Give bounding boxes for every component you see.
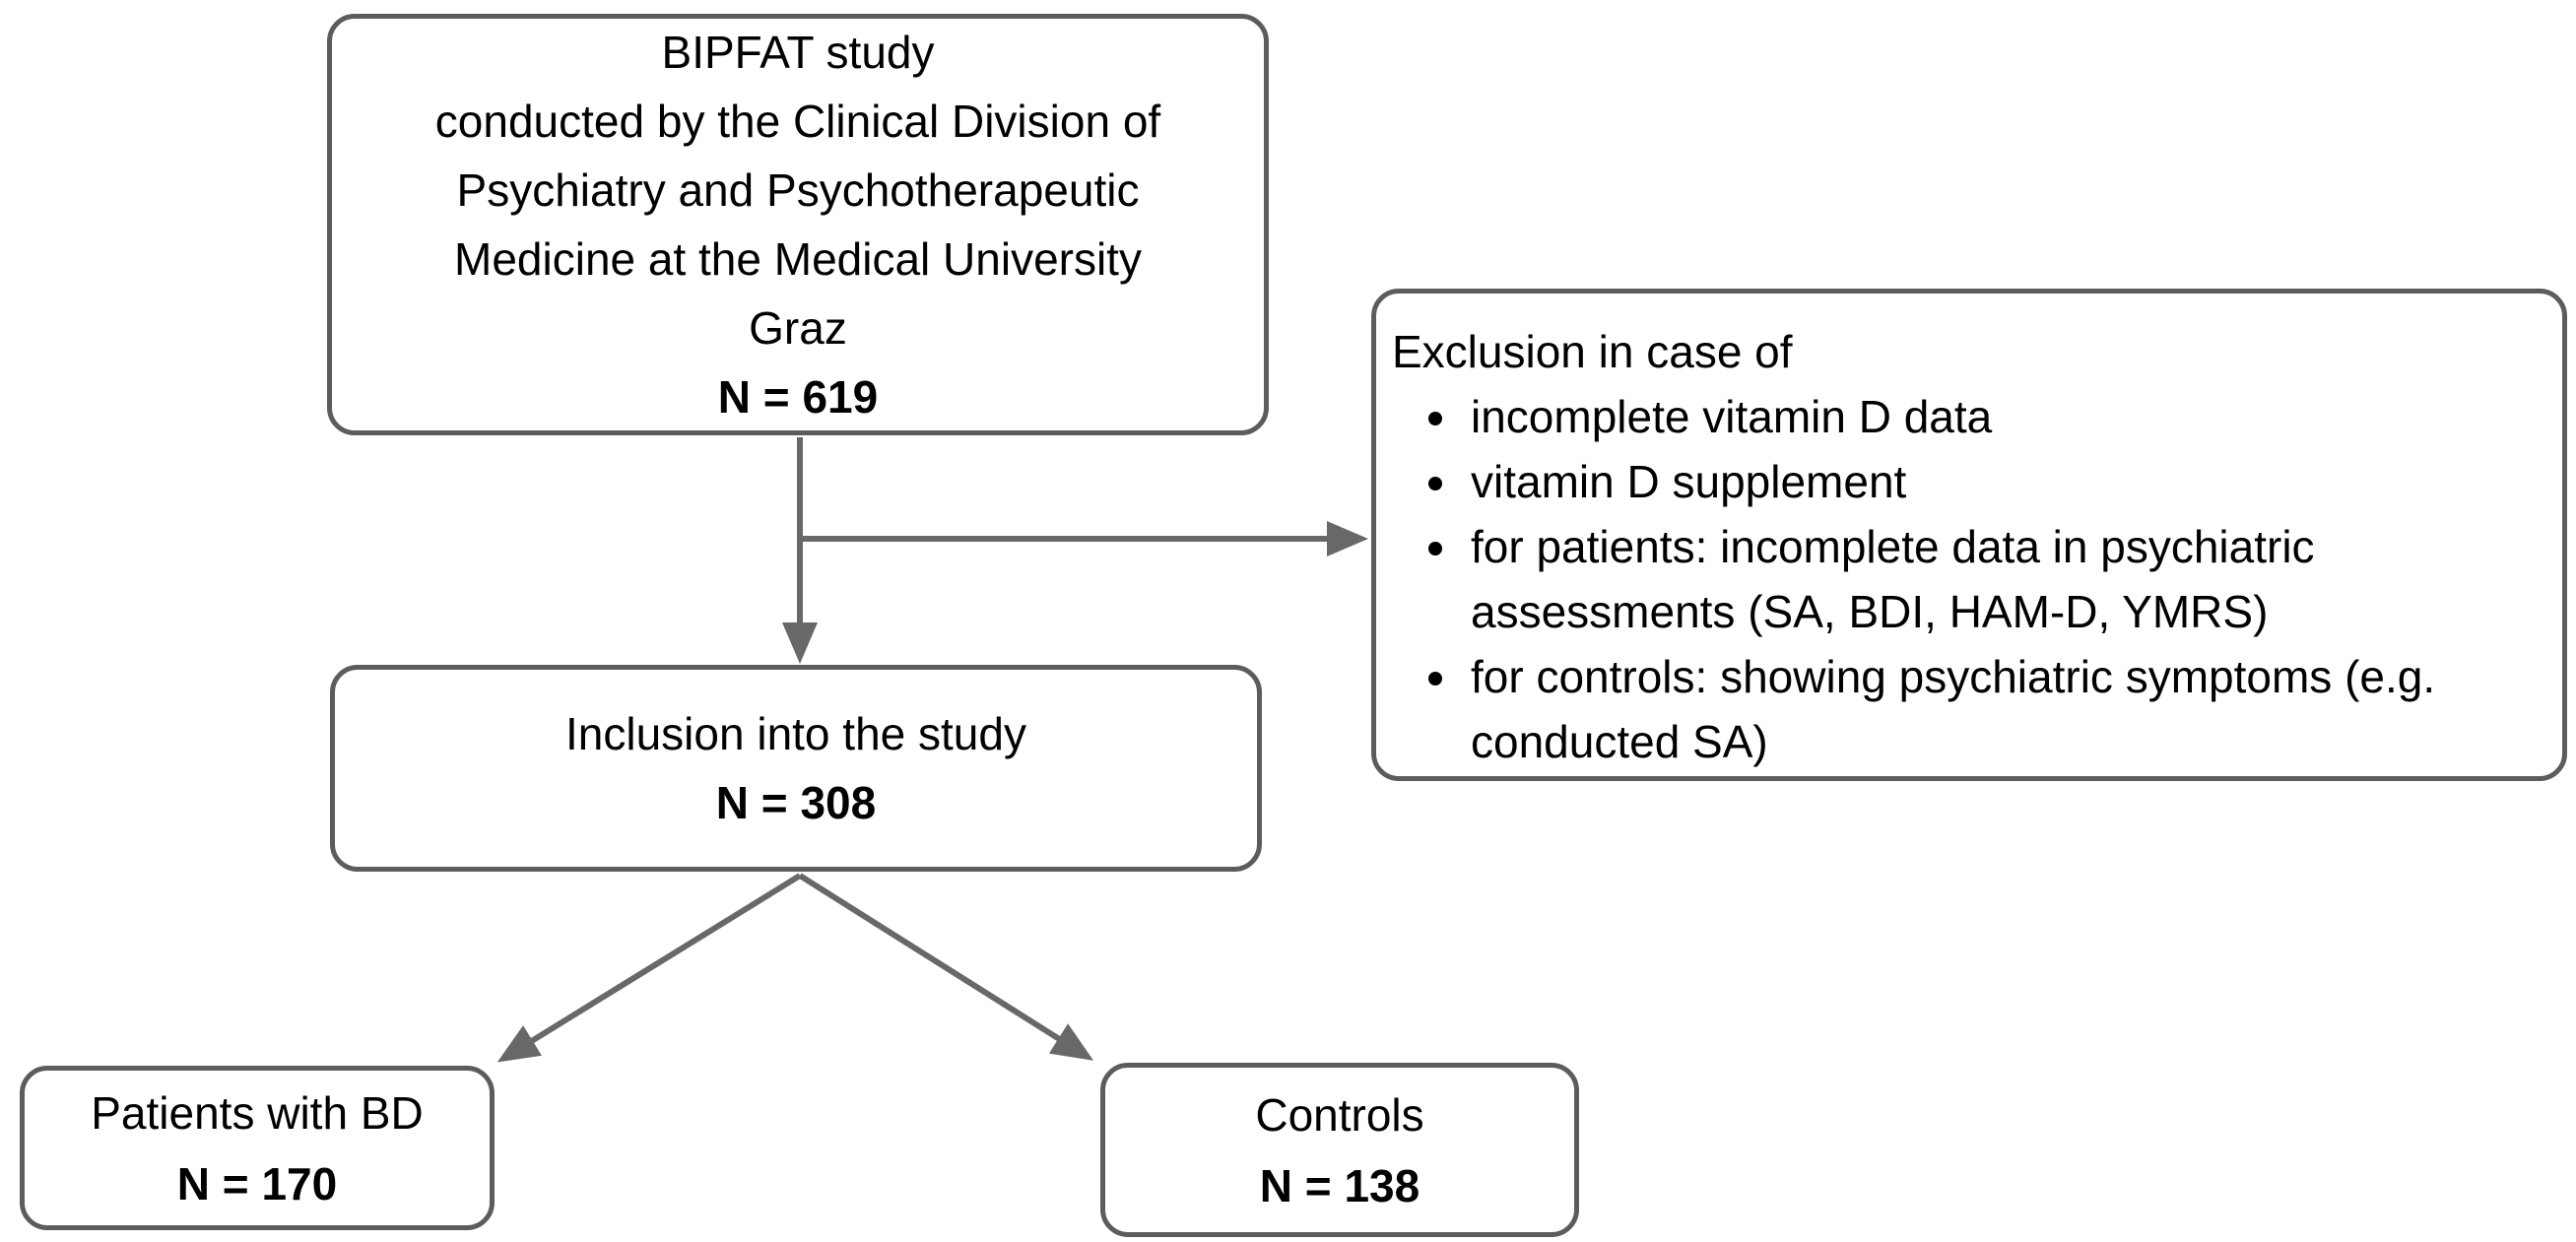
sample-size-label: N = 308 [715,777,877,828]
controls-box: Controls N = 138 [1100,1063,1579,1237]
box-text-line: Inclusion into the study [565,708,1026,759]
box-text-line: Psychiatry and Psychotherapeutic [456,164,1140,216]
exclusion-bullet: for controls: showing psychiatric sympto… [1463,644,2543,774]
exclusion-title: Exclusion in case of [1392,326,1793,377]
exclusion-bullet: vitamin D supplement [1463,449,2543,514]
arrow-inclusion-to-patients [496,873,802,1063]
exclusion-bullet-list: incomplete vitamin D data vitamin D supp… [1392,384,2543,774]
arrow-inclusion-to-controls [798,873,1093,1061]
box-text-line: Graz [749,302,847,354]
box-text-line: Medicine at the Medical University [454,233,1142,285]
patients-with-bd-box: Patients with BD N = 170 [20,1066,495,1230]
sample-size-label: N = 619 [717,371,879,423]
box-text-line: Patients with BD [91,1086,424,1139]
exclusion-criteria-box: Exclusion in case of incomplete vitamin … [1371,289,2567,781]
box-text-line: Controls [1255,1088,1424,1141]
exclusion-bullet: for patients: incomplete data in psychia… [1463,514,2543,644]
bipfat-study-box: BIPFAT study conducted by the Clinical D… [327,14,1269,435]
sample-size-label: N = 170 [176,1157,338,1209]
exclusion-bullet: incomplete vitamin D data [1463,384,2543,449]
box-text-line: BIPFAT study [661,27,935,78]
sample-size-label: N = 138 [1259,1159,1420,1211]
box-text-line: conducted by the Clinical Division of [434,96,1161,147]
inclusion-box: Inclusion into the study N = 308 [330,665,1262,872]
